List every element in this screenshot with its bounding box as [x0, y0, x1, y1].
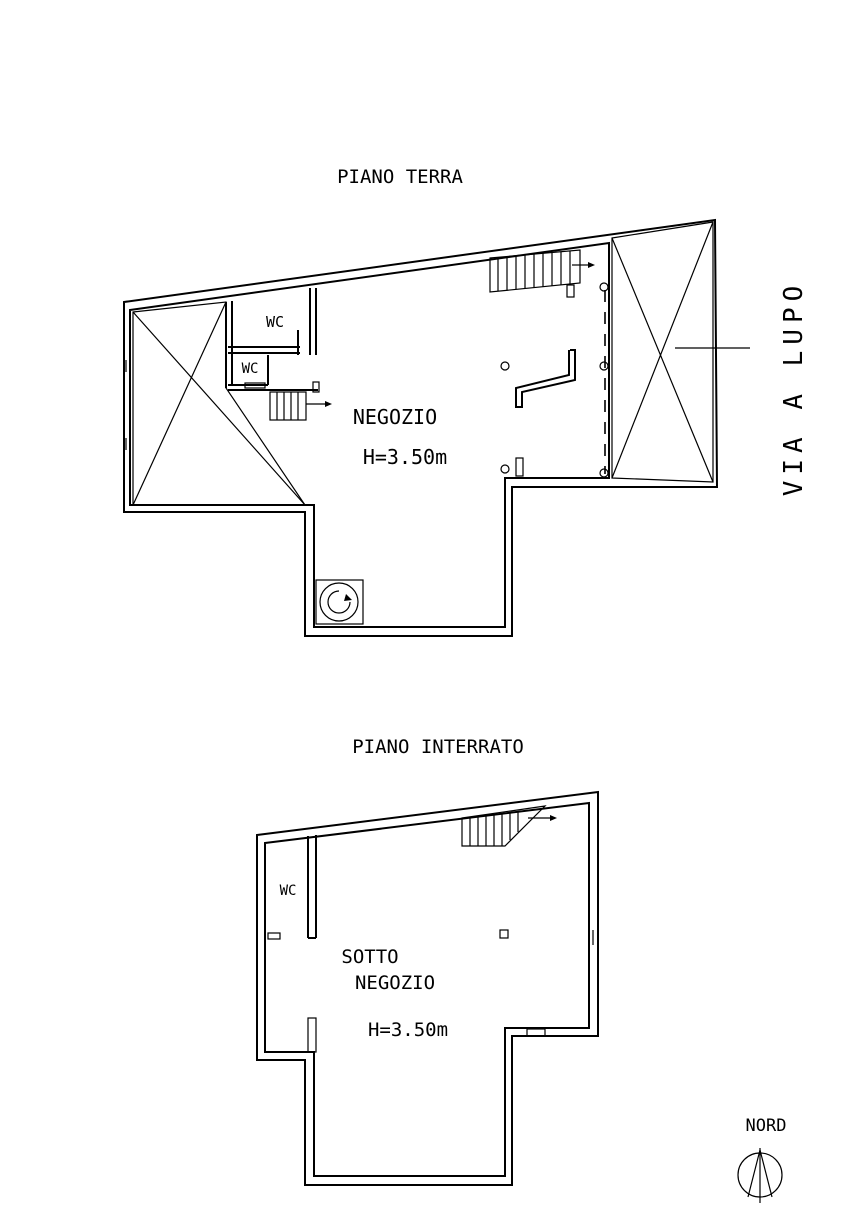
- street-name-label: VIA A LUPO: [779, 280, 809, 497]
- central-pillars: [500, 349, 576, 477]
- wc-upper-label: WC: [266, 313, 284, 331]
- north-label: NORD: [746, 1116, 787, 1136]
- north-arrow: NORD: [737, 1116, 787, 1203]
- spiral-stair: [315, 579, 364, 625]
- basement-room-label-line1: SOTTO: [341, 946, 398, 968]
- shop-height-label: H=3.50m: [363, 445, 447, 469]
- ground-floor-inner-wall: [129, 241, 610, 628]
- basement-height-label: H=3.50m: [368, 1019, 448, 1041]
- ground-floor-plan: WC WC: [123, 218, 809, 637]
- basement-wc-label: WC: [280, 883, 297, 899]
- shop-room-label: NEGOZIO: [353, 405, 437, 429]
- basement-wc-partition: [267, 835, 317, 1053]
- basement-inner-wall: [264, 801, 590, 1177]
- basement-pillar: [499, 929, 509, 939]
- wc-partitions: [225, 288, 320, 393]
- ground-floor-title: PIANO TERRA: [337, 166, 463, 188]
- small-stair: [269, 391, 332, 421]
- basement-outer-wall: [256, 790, 599, 1186]
- wc-lower-label: WC: [242, 361, 259, 377]
- north-arrow-icon: [747, 1149, 773, 1198]
- left-courtyard: [132, 301, 307, 506]
- basement-plan: WC SOTTO NEGOZIO H=3.50m: [256, 790, 599, 1186]
- ground-floor-outer-wall: [123, 218, 719, 637]
- basement-stair: [461, 805, 557, 847]
- right-portico: [611, 221, 750, 483]
- basement-room-label-line2: NEGOZIO: [355, 972, 435, 994]
- upper-stair: [489, 249, 595, 298]
- basement-title: PIANO INTERRATO: [352, 736, 524, 758]
